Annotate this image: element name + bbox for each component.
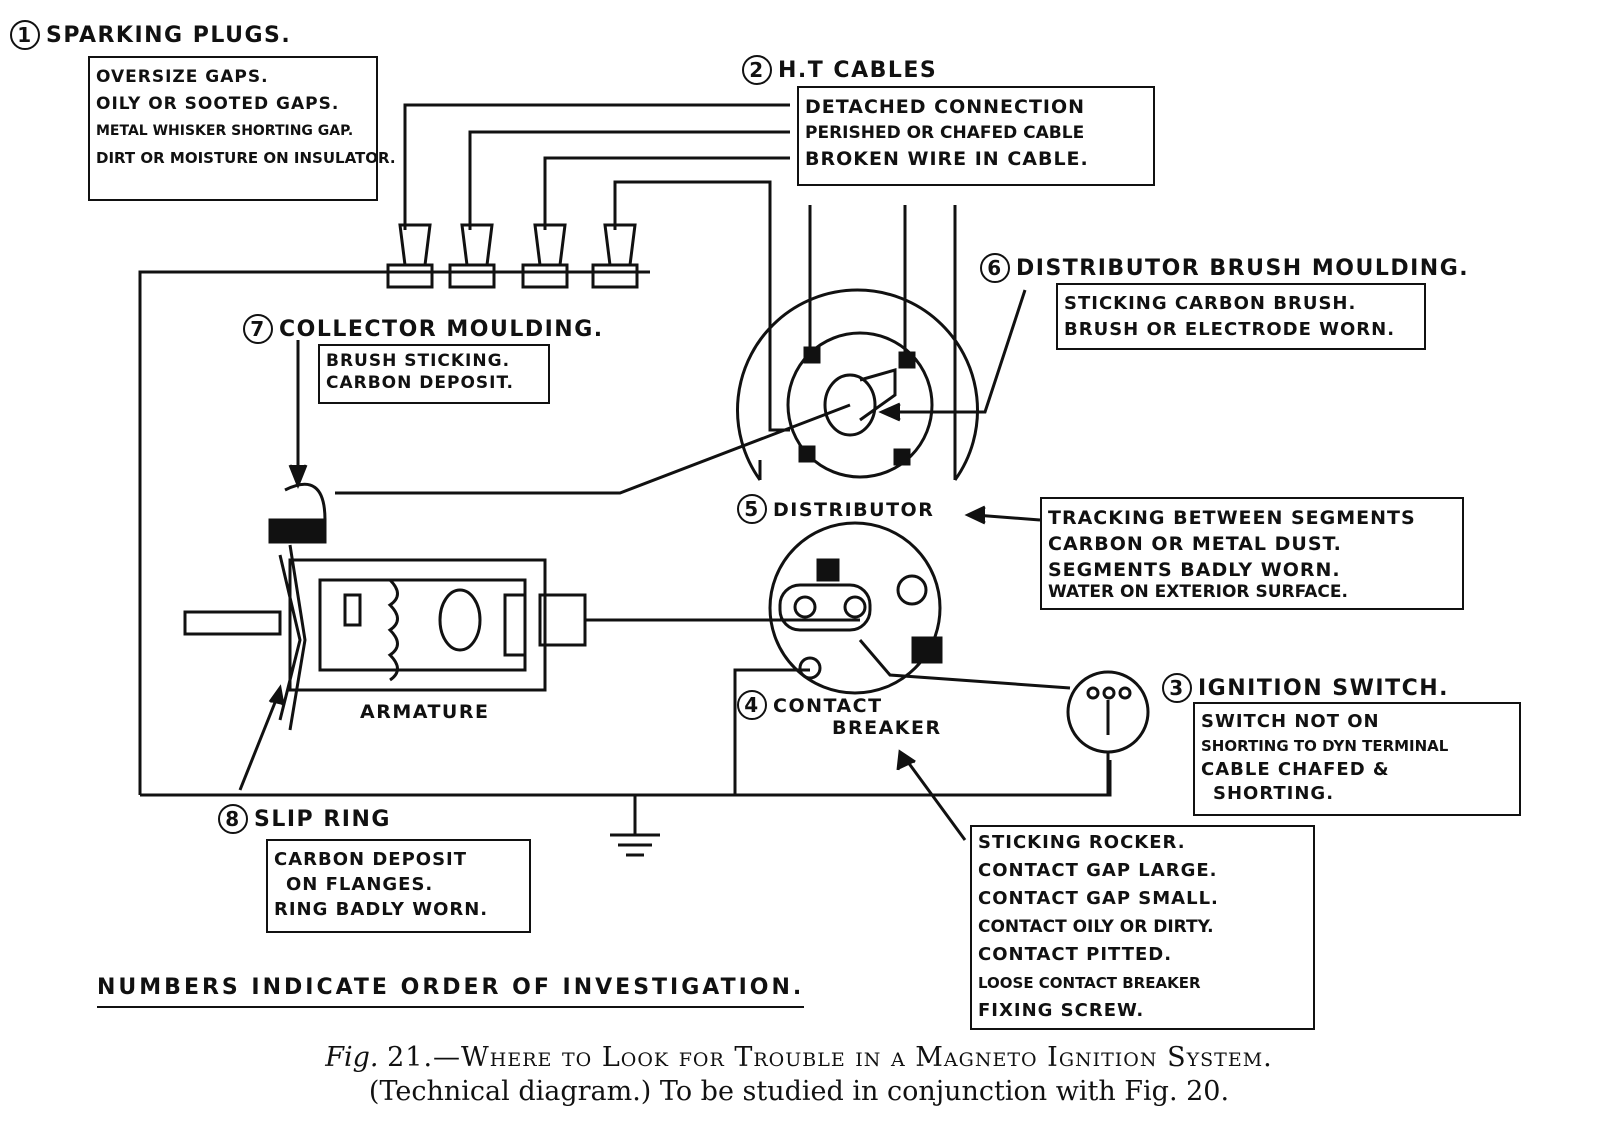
sparking-plug-2 — [448, 223, 496, 289]
order-number-6: 6 — [980, 253, 1010, 283]
ht-cables-faults-box: DETACHED CONNECTION PERISHED OR CHAFED C… — [797, 86, 1155, 186]
fault-item: WATER ON EXTERIOR SURFACE. — [1048, 582, 1348, 602]
ignition-switch-body — [1066, 670, 1150, 795]
fault-item: SWITCH NOT ON — [1201, 711, 1380, 732]
armature-label: ARMATURE — [360, 701, 490, 723]
distributor-brush-faults-box: STICKING CARBON BRUSH. BRUSH OR ELECTROD… — [1056, 283, 1426, 350]
distributor-faults-box: TRACKING BETWEEN SEGMENTS CARBON OR META… — [1040, 497, 1464, 610]
fault-item: STICKING CARBON BRUSH. — [1064, 293, 1357, 314]
fault-item: OILY OR SOOTED GAPS. — [96, 94, 340, 114]
sparking-plug-1 — [386, 223, 434, 289]
ht-cable-1 — [403, 103, 790, 230]
fault-item: OVERSIZE GAPS. — [96, 67, 269, 87]
order-number-4: 4 — [737, 690, 767, 720]
sparking-plug-4 — [591, 223, 639, 289]
fault-item: DETACHED CONNECTION — [805, 96, 1086, 118]
pointer-contact-breaker — [903, 757, 967, 841]
ht-cable-2 — [468, 130, 790, 230]
fault-item: STICKING ROCKER. — [978, 832, 1186, 853]
pointer-slip-ring — [238, 694, 280, 791]
sparking-plug-3 — [521, 223, 569, 289]
fault-item: CONTACT GAP SMALL. — [978, 888, 1219, 909]
fault-item: TRACKING BETWEEN SEGMENTS — [1048, 507, 1416, 529]
fault-item: DIRT OR MOISTURE ON INSULATOR. — [96, 149, 396, 167]
fault-item: SHORTING TO DYN TERMINAL — [1201, 737, 1449, 755]
figure-title: 21.—Where to Look for Trouble in a Magne… — [387, 1042, 1273, 1073]
order-number-2: 2 — [742, 55, 772, 85]
fault-item: CONTACT OILY OR DIRTY. — [978, 917, 1214, 937]
ht-cable-4 — [613, 180, 790, 432]
contact-breaker-body — [768, 521, 943, 695]
slip-ring-faults-box: CARBON DEPOSIT ON FLANGES. RING BADLY WO… — [266, 839, 531, 933]
order-number-1: 1 — [10, 20, 40, 50]
investigation-order-note: NUMBERS INDICATE ORDER OF INVESTIGATION. — [97, 975, 805, 1008]
figure-subcaption: (Technical diagram.) To be studied in co… — [368, 1076, 1230, 1107]
fault-item: ON FLANGES. — [286, 874, 434, 895]
fault-item: CONTACT PITTED. — [978, 944, 1173, 965]
fault-item: RING BADLY WORN. — [274, 899, 489, 920]
collector-faults-box: BRUSH STICKING. CARBON DEPOSIT. — [318, 344, 550, 404]
figure-caption: Fig. 21.—Where to Look for Trouble in a … — [0, 1040, 1598, 1076]
sparking-plugs-faults-box: OVERSIZE GAPS. OILY OR SOOTED GAPS. META… — [88, 56, 396, 201]
pointer-distributor-brush — [890, 289, 1027, 414]
fault-item: BROKEN WIRE IN CABLE. — [805, 148, 1089, 170]
contact-breaker-faults-box: STICKING ROCKER. CONTACT GAP LARGE. CONT… — [970, 825, 1315, 1030]
fault-item: METAL WHISKER SHORTING GAP. — [96, 123, 354, 139]
armature-body — [183, 482, 587, 731]
distributor-body — [736, 288, 979, 481]
order-number-3: 3 — [1162, 673, 1192, 703]
fault-item: CARBON DEPOSIT — [274, 849, 468, 870]
earth-wire — [140, 760, 1112, 797]
fault-item: CABLE CHAFED & — [1201, 759, 1390, 780]
fault-item: SHORTING. — [1213, 783, 1335, 804]
fault-item: SEGMENTS BADLY WORN. — [1048, 559, 1341, 581]
fault-item: LOOSE CONTACT BREAKER — [978, 974, 1201, 992]
figure-prefix: Fig. — [325, 1042, 379, 1073]
fault-item: BRUSH STICKING. — [326, 351, 511, 371]
pointer-distributor — [974, 513, 1041, 522]
ignition-switch-faults-box: SWITCH NOT ON SHORTING TO DYN TERMINAL C… — [1193, 702, 1521, 816]
order-number-5: 5 — [737, 494, 767, 524]
fault-item: PERISHED OR CHAFED CABLE — [805, 123, 1085, 143]
fault-item: CONTACT GAP LARGE. — [978, 860, 1218, 881]
contact-breaker-heading-line2: BREAKER — [832, 717, 942, 739]
fault-item: CARBON DEPOSIT. — [326, 373, 514, 393]
ht-cable-3 — [543, 156, 790, 230]
order-number-7: 7 — [243, 314, 273, 344]
fault-item: CARBON OR METAL DUST. — [1048, 533, 1342, 555]
order-number-8: 8 — [218, 804, 248, 834]
fault-item: BRUSH OR ELECTRODE WORN. — [1064, 319, 1396, 340]
main-circuit-wire — [138, 270, 650, 795]
fault-item: FIXING SCREW. — [978, 1000, 1145, 1021]
